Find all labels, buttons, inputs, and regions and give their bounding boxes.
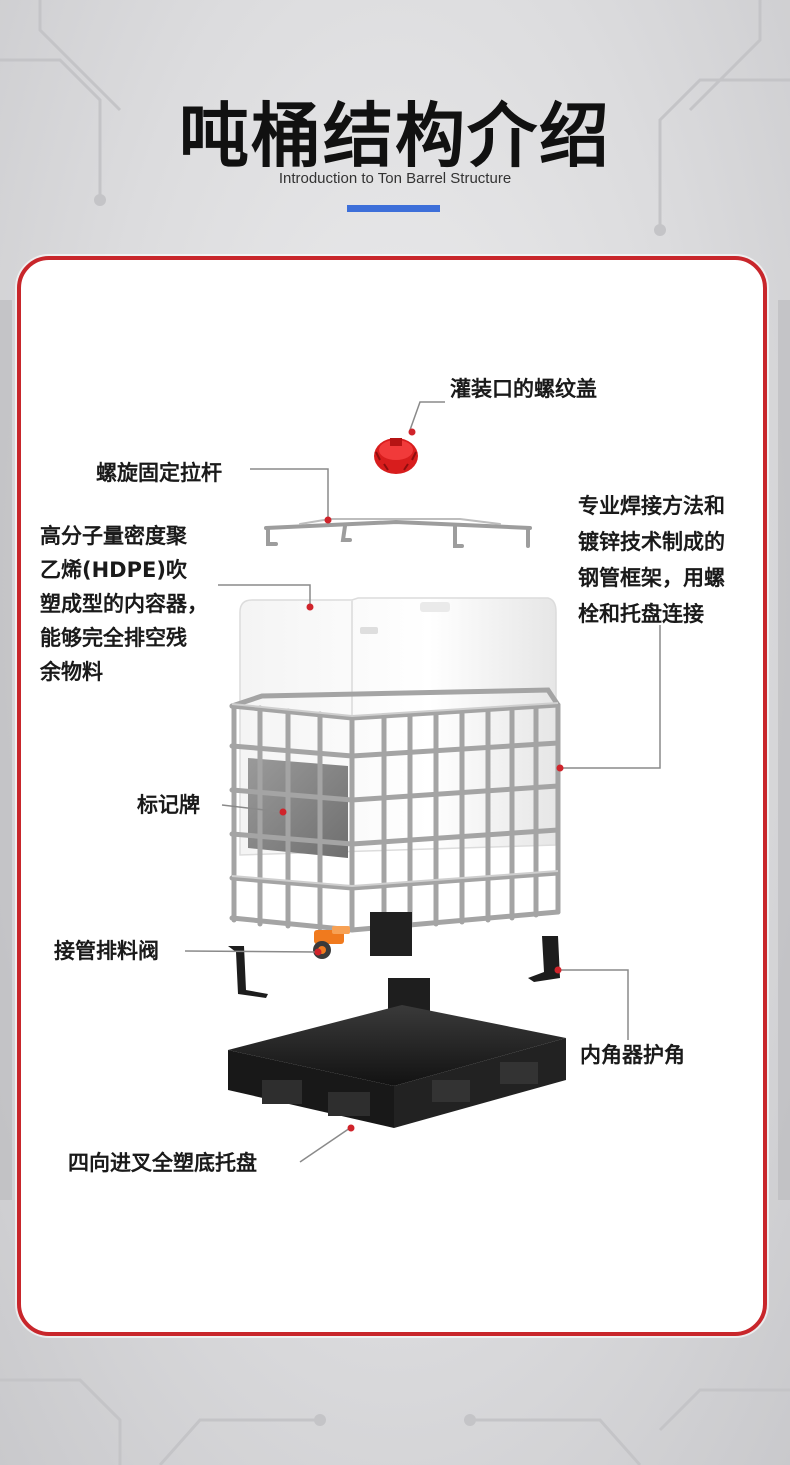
leader-lines <box>184 401 661 1163</box>
label-pallet: 四向进叉全塑底托盘 <box>68 1151 257 1175</box>
label-inner-container: 高分子量密度聚 乙烯(HDPE)吹 塑成型的内容器， 能够完全排空残 余物料 <box>40 524 208 684</box>
pallet <box>228 1005 566 1128</box>
corner-guard-left <box>228 946 268 998</box>
leader-dots <box>279 428 564 1132</box>
screw-cap <box>374 438 418 474</box>
label-tie-rod: 螺旋固定拉杆 <box>96 461 222 485</box>
steel-frame <box>229 687 561 933</box>
label-steel-frame: 专业焊接方法和 镀锌技术制成的 钢管框架，用螺 栓和托盘连接 <box>578 494 725 626</box>
title-underline <box>347 205 440 212</box>
label-corner-guard: 内角器护角 <box>580 1043 685 1067</box>
label-screw-cap: 灌装口的螺纹盖 <box>450 377 597 401</box>
frame-center-foot <box>370 912 412 956</box>
label-nameplate: 标记牌 <box>137 793 200 817</box>
nameplate <box>248 758 348 858</box>
tie-rod <box>264 518 532 548</box>
page-title: 吨桶结构介绍 <box>179 95 611 177</box>
label-drain-valve: 接管排料阀 <box>54 939 159 963</box>
corner-guard-right <box>528 936 560 982</box>
page-subtitle: Introduction to Ton Barrel Structure <box>278 170 512 187</box>
